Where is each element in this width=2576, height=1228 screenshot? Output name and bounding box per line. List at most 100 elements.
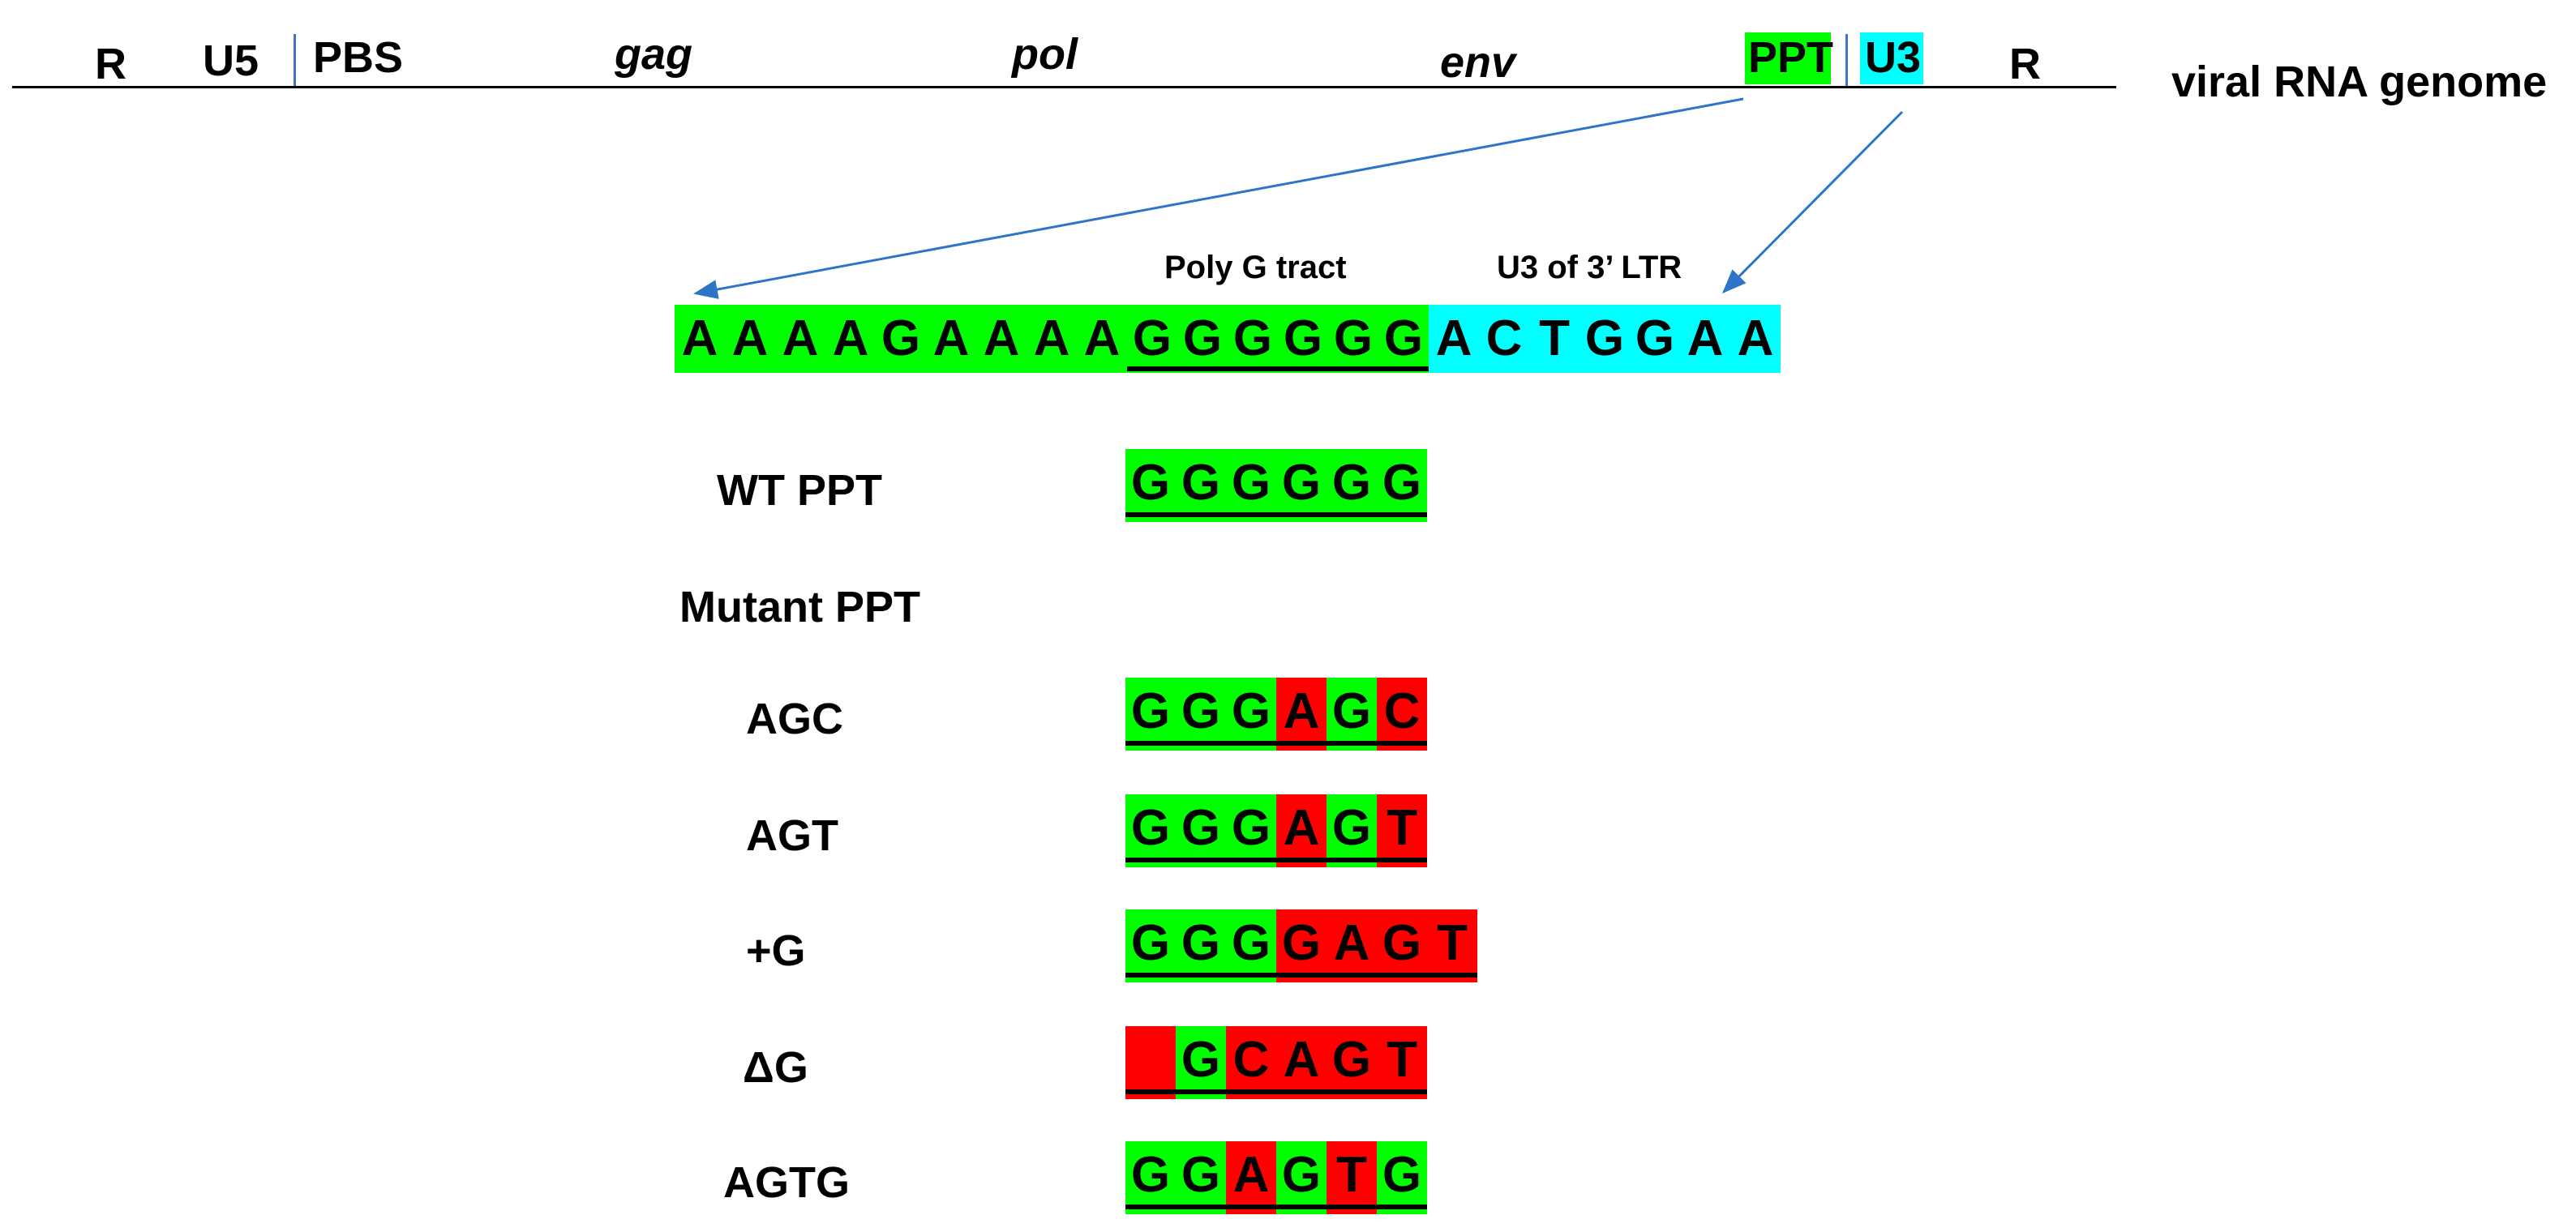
expanded-cell-bg	[1680, 305, 1730, 373]
polyg-tract-label: Poly G tract	[1164, 250, 1347, 285]
variant-nucleotide: G	[1231, 683, 1271, 739]
region-gag: gag	[615, 30, 693, 79]
expanded-cell-bg	[1529, 305, 1579, 373]
region-ppt: PPT	[1748, 33, 1834, 82]
u3-zoom-arrow	[1721, 110, 1904, 294]
variant-nucleotide: G	[1130, 1147, 1171, 1203]
wildtype-cell-bg	[1176, 1141, 1226, 1214]
variant-underline	[1125, 858, 1427, 862]
wildtype-cell-bg	[1125, 449, 1176, 522]
mutated-cell-bg	[1276, 909, 1327, 982]
variant-nucleotide: G	[1231, 800, 1271, 856]
polyg-underline	[1127, 366, 1429, 371]
variant-nucleotide: G	[1130, 455, 1171, 511]
mutated-cell-bg	[1327, 909, 1377, 982]
variant-nucleotide: G	[1130, 915, 1171, 971]
expanded-nucleotide: A	[983, 310, 1020, 366]
variant-nucleotide: G	[1382, 915, 1422, 971]
variant-nucleotide	[1125, 1026, 1176, 1094]
variant-nucleotide: G	[1382, 1147, 1422, 1203]
variant-underline	[1125, 1204, 1427, 1209]
wildtype-cell-bg	[1327, 449, 1377, 522]
variant-nucleotide: A	[1283, 683, 1320, 739]
expanded-nucleotide: G	[1333, 310, 1374, 366]
variant-label-plus-g: +G	[746, 926, 806, 975]
variant-nucleotide: G	[1181, 1147, 1221, 1203]
wildtype-cell-bg	[1377, 449, 1427, 522]
mutated-cell-bg	[1125, 1026, 1176, 1099]
expanded-nucleotide: A	[1083, 310, 1121, 366]
expanded-cell-bg	[1278, 305, 1328, 373]
expanded-cell-bg	[1730, 305, 1781, 373]
variant-nucleotide: A	[1283, 1032, 1320, 1088]
expanded-nucleotide: G	[1232, 310, 1273, 366]
expanded-cell-bg	[1479, 305, 1529, 373]
expanded-nucleotide: A	[731, 310, 769, 366]
wildtype-cell-bg	[1125, 909, 1176, 982]
expanded-nucleotide: T	[1539, 310, 1570, 366]
expanded-cell-bg	[1077, 305, 1127, 373]
variant-nucleotide: G	[1181, 455, 1221, 511]
expanded-cell-bg	[1579, 305, 1630, 373]
expanded-cell-bg	[926, 305, 976, 373]
variant-label-delta-g: ΔG	[743, 1043, 808, 1092]
region-u5: U5	[203, 36, 259, 85]
mutated-cell-bg	[1377, 909, 1427, 982]
mutated-cell-bg	[1327, 1026, 1377, 1099]
expanded-cell-bg	[1630, 305, 1680, 373]
wildtype-cell-bg	[1176, 449, 1226, 522]
region-r-3prime: R	[2009, 40, 2041, 88]
expanded-cell-bg	[876, 305, 926, 373]
variant-nucleotide: G	[1130, 800, 1171, 856]
expanded-nucleotide: A	[681, 310, 718, 366]
genome-baseline	[12, 86, 2116, 88]
expanded-cell-bg	[1177, 305, 1228, 373]
variant-nucleotide: G	[1281, 915, 1322, 971]
expanded-nucleotide: G	[881, 310, 921, 366]
expanded-nucleotide: G	[1132, 310, 1172, 366]
expanded-cell-bg	[976, 305, 1027, 373]
expanded-cell-bg	[825, 305, 876, 373]
expanded-nucleotide: A	[932, 310, 970, 366]
u3-ltr-label: U3 of 3’ LTR	[1497, 250, 1682, 285]
expanded-nucleotide: G	[1283, 310, 1323, 366]
expanded-cell-bg	[1027, 305, 1077, 373]
wildtype-cell-bg	[1176, 794, 1226, 867]
variant-nucleotide: T	[1336, 1147, 1367, 1203]
variant-nucleotide: T	[1387, 1032, 1417, 1088]
ppt-highlight	[1745, 32, 1831, 84]
wildtype-cell-bg	[1377, 1141, 1427, 1214]
mutated-cell-bg	[1276, 1026, 1327, 1099]
mutated-cell-bg	[1327, 1141, 1377, 1214]
wildtype-cell-bg	[1125, 794, 1176, 867]
variant-label-agtg: AGTG	[723, 1158, 850, 1207]
mutant-ppt-header: Mutant PPT	[679, 583, 920, 631]
variant-nucleotide: A	[1333, 915, 1370, 971]
mutated-cell-bg	[1377, 678, 1427, 751]
expanded-nucleotide: A	[832, 310, 869, 366]
wildtype-cell-bg	[1125, 678, 1176, 751]
expanded-cell-bg	[1328, 305, 1378, 373]
u3-highlight	[1860, 32, 1923, 84]
mutated-cell-bg	[1276, 678, 1327, 751]
variant-label-agc: AGC	[746, 695, 843, 743]
expanded-nucleotide: C	[1485, 310, 1523, 366]
expanded-nucleotide: A	[1737, 310, 1774, 366]
expanded-cell-bg	[1429, 305, 1479, 373]
wildtype-cell-bg	[1226, 678, 1276, 751]
wildtype-cell-bg	[1226, 449, 1276, 522]
wildtype-cell-bg	[1327, 794, 1377, 867]
expanded-cell-bg	[1127, 305, 1177, 373]
wildtype-cell-bg	[1276, 449, 1327, 522]
mutated-cell-bg	[1276, 794, 1327, 867]
expanded-nucleotide: G	[1635, 310, 1675, 366]
wildtype-cell-bg	[1125, 1141, 1176, 1214]
variant-nucleotide: G	[1231, 455, 1271, 511]
genome-caption: viral RNA genome	[2171, 58, 2548, 106]
wildtype-cell-bg	[1176, 678, 1226, 751]
wildtype-cell-bg	[1176, 909, 1226, 982]
variant-nucleotide: G	[1331, 683, 1372, 739]
expanded-cell-bg	[775, 305, 825, 373]
u5-pbs-divider	[294, 34, 296, 86]
